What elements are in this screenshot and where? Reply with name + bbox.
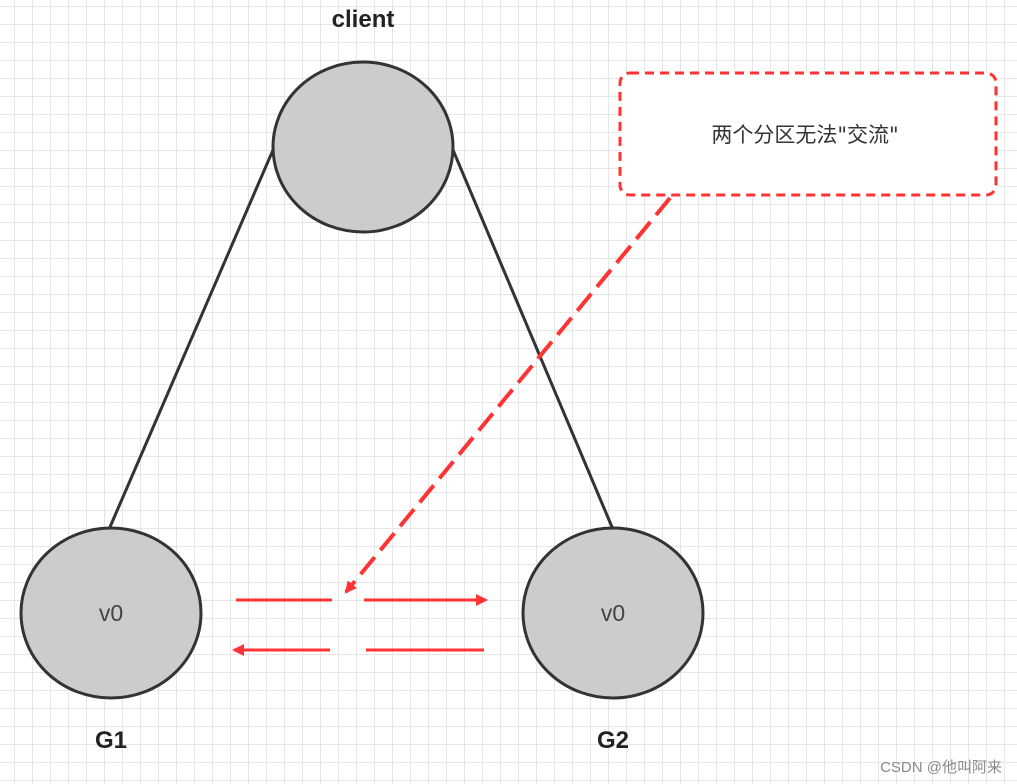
- edge-client-g2: [451, 149, 614, 528]
- watermark: CSDN @他叫阿来: [880, 759, 1002, 776]
- g2-value: v0: [601, 600, 625, 626]
- note-text: 两个分区无法"交流": [711, 123, 898, 147]
- note-box: [618, 71, 998, 197]
- note-pointer: [344, 196, 672, 594]
- g1-label: G1: [95, 727, 127, 754]
- g1-value: v0: [99, 600, 123, 626]
- g1-node: [19, 526, 203, 700]
- g2-label: G2: [597, 727, 629, 754]
- client-node: [271, 60, 455, 234]
- client-label: client: [332, 6, 395, 33]
- g2-node: [521, 526, 705, 700]
- edge-client-g1: [108, 149, 275, 528]
